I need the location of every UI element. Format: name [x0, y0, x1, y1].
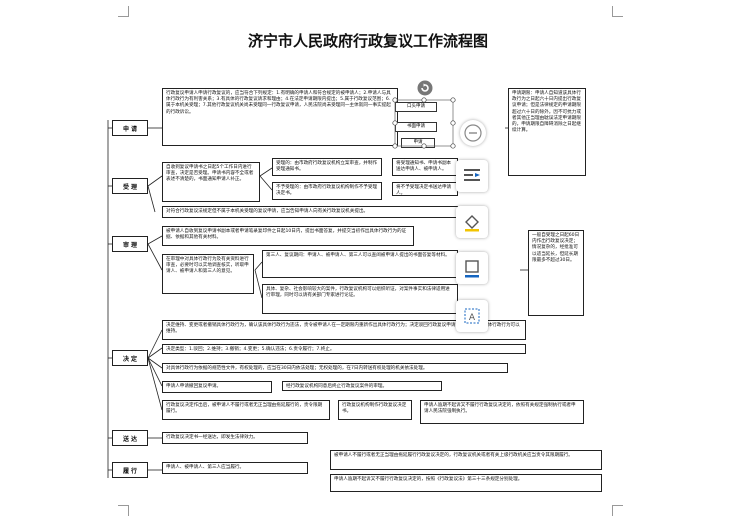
selected-shape-group[interactable]: 口头申请 书面申请 申请 — [392, 80, 456, 149]
decide-court-box: 申请人逾期不起诉又不履行行政复议决定的，依照有关规定强制执行或者申请人民法院强制… — [420, 400, 584, 424]
accept-redirect-box: 对符合行政复议法规定但不属于本机关受理的复议申请，应当告知申请人向有关行政复议机… — [162, 206, 458, 218]
decide-normative-box: 对具体行政行为依据的规范性文件，有权处理的，应当在30日内依法处理；无权处理的，… — [162, 363, 508, 373]
decide-terminate-box: 经行政复议机构同意后终止行政复议案件的审理。 — [282, 381, 442, 391]
accept-review-box: 自收到复议申请书之日起5个工作日内进行审查，决定是否受理。申请书内容不全或者表述… — [162, 162, 260, 202]
apply-ring-label: 申请 — [401, 138, 435, 148]
text-wrap-icon: A — [464, 308, 480, 324]
stage-decide: 决 定 — [112, 350, 148, 366]
decide-main-box: 决定维持、变更或者撤销具体行政行为，确认该具体行政行为违法，责令被申请人在一定期… — [162, 320, 526, 340]
toolbar-align-button[interactable] — [456, 160, 488, 192]
svg-text:A: A — [469, 313, 476, 323]
perform-order-box: 被申请人不履行或者无正当理由拖延履行行政复议决定的，行政复议机关或者有关上级行政… — [330, 450, 602, 470]
perform-handle-box: 申请人逾期不起诉又不履行行政复议决定的，按照《行政复议法》第三十三条规定分别处理… — [330, 474, 602, 492]
decide-types-box: 决定类型：1.驳回；2.维持；3.撤销；4.变更；5.确认违法；6.责令履行；7… — [162, 344, 526, 354]
review-time-limit-box: 一般自受理之日起60日内作出行政复议决定；情况复杂的，经批准可以适当延长，但延长… — [528, 230, 584, 316]
accept-yes-box: 受理的：由市政府行政复议机构立案审查，并制作受理通知书。 — [272, 158, 382, 176]
stage-apply: 申 请 — [112, 120, 148, 136]
page-corner-mark — [612, 6, 623, 17]
stage-accept: 受 理 — [112, 178, 148, 194]
oral-apply-label: 口头申请 — [395, 102, 437, 112]
deliver-effect-box: 行政复议决定书一经送达，即发生法律效力。 — [162, 432, 308, 444]
toolbar-text-wrap-button[interactable]: A — [456, 300, 488, 332]
stage-perform: 履 行 — [112, 462, 148, 478]
perform-parties-box: 申请人、被申请人、第三人应当履行。 — [162, 462, 308, 474]
page-corner-mark — [118, 505, 129, 516]
diagram-title: 济宁市人民政府行政复议工作流程图 — [247, 32, 488, 50]
decide-enforce-box: 行政复议决定作出后，被申请人不履行或者无正当理由拖延履行的，责令限期履行。 — [162, 400, 330, 420]
review-access-box: 第三人、复议期间：申请人、被申请人、第三人可以查阅被申请人提出的书面答复等材料。 — [262, 250, 458, 278]
selection-handles[interactable] — [389, 96, 463, 152]
rotate-handle-icon[interactable] — [417, 80, 433, 96]
decide-document-box: 行政复议机构制作行政复议决定书。 — [338, 400, 412, 420]
toolbar-border-button[interactable] — [456, 252, 488, 284]
written-apply-label: 书面申请 — [395, 122, 437, 132]
stage-deliver: 送 达 — [112, 430, 148, 446]
review-hearing-box: 具体、复杂、社会影响较大的案件，行政复议机构可以组织听证，对案件事实和法律适用进… — [262, 284, 458, 314]
minus-icon — [464, 124, 482, 142]
decide-withdraw-box: 申请人申请撤回复议申请。 — [162, 381, 272, 393]
fill-icon — [465, 215, 479, 232]
toolbar-fill-button[interactable] — [456, 206, 488, 238]
page-corner-mark — [118, 6, 129, 17]
accept-yes-deliver-box: 将受理通知书、申请书副本送达申请人、被申请人。 — [392, 158, 458, 176]
stage-review: 审 理 — [112, 236, 148, 252]
apply-conditions-box: 行政复议申请人申请行政复议的，应当符合下列规定：1.有明确的申请人和符合规定的被… — [162, 88, 398, 146]
apply-deadline-box: 申请期限：申请人自知道该具体行政行为之日起六十日内提出行政复议申请；但是法律规定… — [508, 88, 586, 176]
align-icon — [464, 169, 480, 181]
accept-no-box: 不予受理的：由市政府行政复议机构制作不予受理决定书。 — [272, 182, 382, 200]
review-check-box: 在审理中对具体行政行为及有关资料进行审查，必要时可以实地调查核实，听取申请人、被… — [162, 254, 254, 294]
toolbar-minus-button[interactable] — [460, 120, 486, 146]
page-corner-mark — [612, 505, 623, 516]
border-icon — [465, 260, 479, 278]
review-answer-box: 被申请人自收到复议申请书副本或者申请笔录复印件之日起10日内，提出书面答复，并提… — [162, 226, 414, 246]
accept-no-deliver-box: 将不予受理决定书送达申请人。 — [392, 182, 458, 196]
